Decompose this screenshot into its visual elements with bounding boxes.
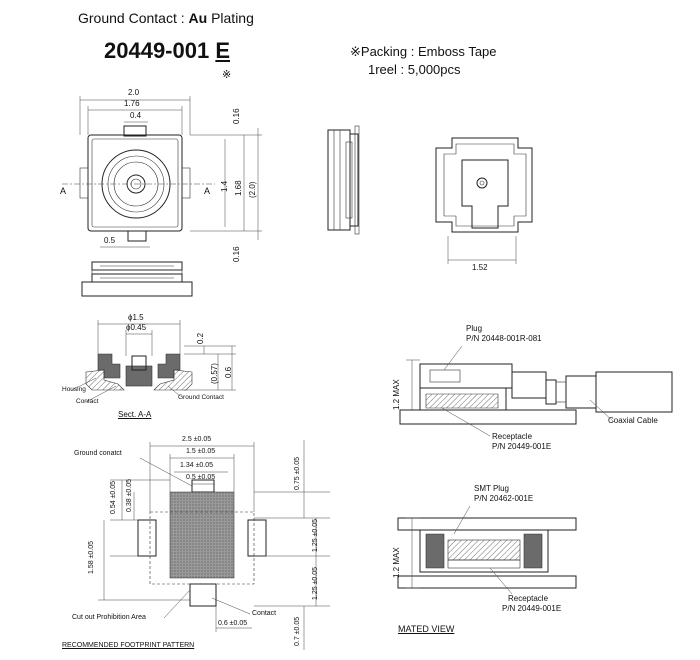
section-mark-right: A bbox=[204, 186, 211, 196]
dim-sect-v2: (0.57) bbox=[210, 363, 219, 384]
dim-back-width: 1.52 bbox=[472, 263, 488, 272]
mated-smt-height: 1.2 MAX bbox=[392, 547, 401, 578]
fp-contact-label: Contact bbox=[252, 610, 277, 617]
part-number-suffix: E bbox=[215, 38, 231, 63]
fp-ground-label: Ground conatct bbox=[74, 450, 122, 457]
mated-smt-view bbox=[397, 505, 577, 595]
top-view-side-profile bbox=[81, 261, 193, 297]
fp-dim-158: 1.58 ±0.05 bbox=[88, 540, 95, 574]
section-caption: Sect. A-A bbox=[118, 410, 152, 419]
fp-caption: RECOMMENDED FOOTPRINT PATTERN bbox=[62, 642, 195, 649]
dim-sect-v3: 0.6 bbox=[224, 366, 233, 378]
label-contact: Contact bbox=[76, 398, 99, 405]
mated-plug-rec-label: Receptacle bbox=[492, 432, 533, 441]
section-mark-left: A bbox=[60, 186, 67, 196]
title-bold: Au bbox=[188, 10, 208, 26]
side-view bbox=[327, 125, 360, 235]
section-view bbox=[71, 320, 236, 403]
fp-dim-06: 0.6 ±0.05 bbox=[218, 620, 248, 627]
mated-plug-rec-pn: P/N 20449-001E bbox=[492, 442, 552, 451]
mated-smt-rec-label: Receptacle bbox=[508, 594, 549, 603]
mated-smt-rec-pn: P/N 20449-001E bbox=[502, 604, 562, 613]
fp-dim-07: 0.7 ±0.05 bbox=[294, 616, 301, 646]
dim-height: 1.68 bbox=[234, 180, 243, 196]
fp-dim-054: 0.54 ±0.05 bbox=[110, 480, 117, 514]
fp-dim-125a: 1.25 ±0.05 bbox=[312, 518, 319, 552]
title-prefix: Ground Contact : bbox=[78, 10, 189, 26]
packing-line1: ※Packing : Emboss Tape bbox=[350, 44, 497, 59]
title-suffix: Plating bbox=[207, 10, 254, 26]
mated-plug-height: 1.2 MAX bbox=[392, 379, 401, 410]
dim-sect-outer: ϕ1.5 bbox=[128, 313, 144, 322]
dim-right-top: 0.16 bbox=[232, 108, 241, 124]
dim-right-bottom: 0.16 bbox=[232, 246, 241, 262]
part-note-mark: ※ bbox=[222, 69, 232, 81]
dim-top-bottom: 0.5 bbox=[104, 236, 116, 245]
dim-top-contact: 0.4 bbox=[130, 111, 142, 120]
dim-sect-inner: ϕ0.45 bbox=[126, 323, 147, 332]
mated-plug-label: Plug bbox=[466, 324, 483, 333]
dim-top-width: 2.0 bbox=[128, 88, 140, 97]
part-number-main: 20449-001 bbox=[104, 38, 210, 63]
fp-dim-05: 0.5 ±0.05 bbox=[186, 474, 216, 481]
mated-cable-label: Coaxial Cable bbox=[608, 416, 658, 425]
header-title: Ground Contact : Au Plating bbox=[78, 10, 254, 26]
mated-view-caption: MATED VIEW bbox=[398, 624, 455, 634]
fp-dim-25: 2.5 ±0.05 bbox=[182, 436, 212, 443]
part-number: 20449-001 E bbox=[104, 38, 230, 64]
mated-plug-view bbox=[399, 345, 673, 437]
dim-sect-v1: 0.2 bbox=[196, 332, 205, 344]
fp-dim-134: 1.34 ±0.05 bbox=[180, 462, 214, 469]
mated-plug-pn: P/N 20448-001R-081 bbox=[466, 334, 542, 343]
dim-top-inner: 1.76 bbox=[124, 99, 140, 108]
top-view bbox=[62, 96, 262, 248]
fp-dim-125b: 1.25 ±0.05 bbox=[312, 566, 319, 600]
mated-smt-label: SMT Plug bbox=[474, 484, 509, 493]
label-ground-contact: Ground Contact bbox=[178, 394, 224, 401]
label-housing: Housing bbox=[62, 386, 86, 393]
fp-dim-15: 1.5 ±0.05 bbox=[186, 448, 216, 455]
packing-line2: 1reel : 5,000pcs bbox=[368, 62, 461, 77]
mated-smt-pn: P/N 20462-001E bbox=[474, 494, 534, 503]
fp-dim-075: 0.75 ±0.05 bbox=[294, 456, 301, 490]
fp-dim-038: 0.38 ±0.05 bbox=[126, 478, 133, 512]
dim-height-ref: (2.0) bbox=[248, 181, 257, 198]
fp-cutout-label: Cut out Prohibition Area bbox=[72, 614, 146, 621]
dim-height-inner: 1.4 bbox=[220, 180, 229, 192]
back-view bbox=[435, 137, 533, 264]
footprint-view bbox=[98, 440, 330, 650]
